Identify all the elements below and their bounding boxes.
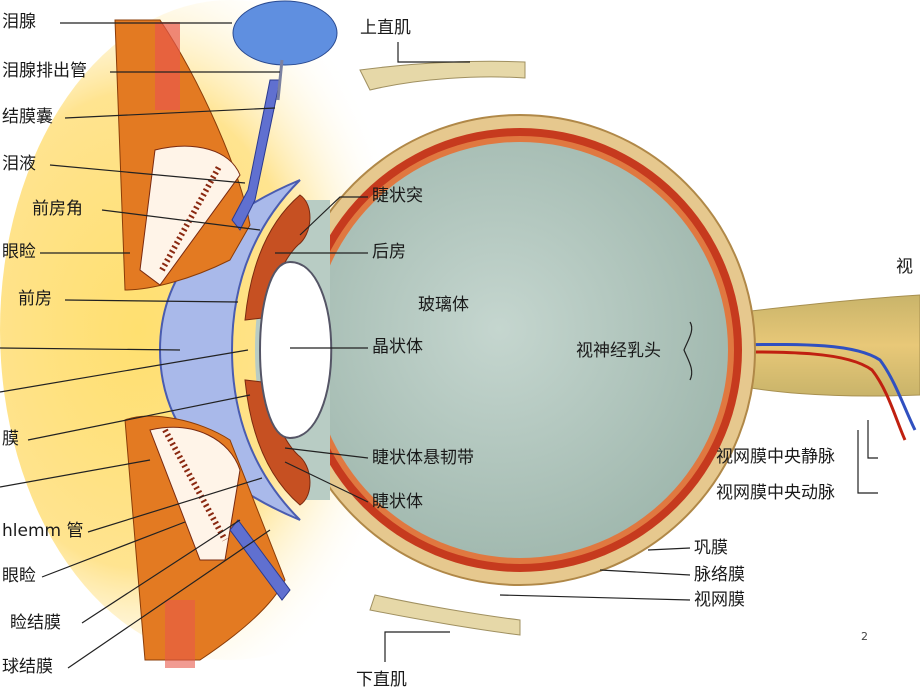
label-palpebral-conjunctiva: 睑结膜 <box>10 613 61 633</box>
label-anterior-chamber: 前房 <box>18 289 52 309</box>
label-bulbar-conjunctiva: 球结膜 <box>2 657 53 677</box>
label-posterior-chamber: 后房 <box>372 242 406 262</box>
label-tears: 泪液 <box>2 154 36 174</box>
label-schlemm-canal: hlemm 管 <box>2 521 84 541</box>
leader-lines-left <box>0 22 280 669</box>
lacrimal-gland-shape <box>232 0 338 66</box>
label-lacrimal-duct: 泪腺排出管 <box>2 61 87 81</box>
label-lacrimal-gland: 泪腺 <box>2 12 36 32</box>
label-central-retinal-vein: 视网膜中央静脉 <box>716 447 835 467</box>
conjunctival-sac-shape <box>231 79 281 231</box>
inferior-rectus-muscle <box>369 594 521 636</box>
central-artery-vessel <box>704 350 907 441</box>
label-iris: 膜 <box>2 429 19 449</box>
label-ciliary-process: 睫状突 <box>372 186 423 206</box>
page-number: 2 <box>861 630 868 643</box>
label-choroid: 脉络膜 <box>694 565 745 585</box>
label-upper-eyelid: 眼睑 <box>2 242 36 262</box>
label-lens: 晶状体 <box>372 337 423 357</box>
label-retina: 视网膜 <box>694 590 745 610</box>
label-conjunctival-sac: 结膜囊 <box>2 107 53 127</box>
label-inferior-rectus: 下直肌 <box>356 670 407 690</box>
label-sclera: 巩膜 <box>694 538 728 558</box>
label-lower-eyelid: 眼睑 <box>2 566 36 586</box>
lower-muscle-bands <box>165 600 195 668</box>
label-central-retinal-artery: 视网膜中央动脉 <box>716 483 835 503</box>
upper-muscle-bands <box>155 22 180 110</box>
label-superior-rectus: 上直肌 <box>360 18 411 38</box>
label-zonule: 睫状体悬韧带 <box>372 448 474 468</box>
label-optic-disc: 视神经乳头 <box>576 341 661 361</box>
superior-rectus-muscle <box>359 60 526 91</box>
lower-gland-ducts <box>162 428 228 542</box>
lower-conjunctiva-shape <box>229 519 291 601</box>
central-vein-vessel <box>704 342 917 431</box>
label-anterior-chamber-angle: 前房角 <box>32 199 83 219</box>
label-ciliary-body: 睫状体 <box>372 492 423 512</box>
label-vitreous-body: 玻璃体 <box>418 295 469 315</box>
vitreous-body-shape <box>312 142 728 558</box>
lacrimal-duct-line <box>276 59 284 101</box>
leader-lines-right <box>275 42 878 662</box>
lens-shape <box>259 260 333 440</box>
label-optic-nerve: 视 <box>896 257 913 277</box>
